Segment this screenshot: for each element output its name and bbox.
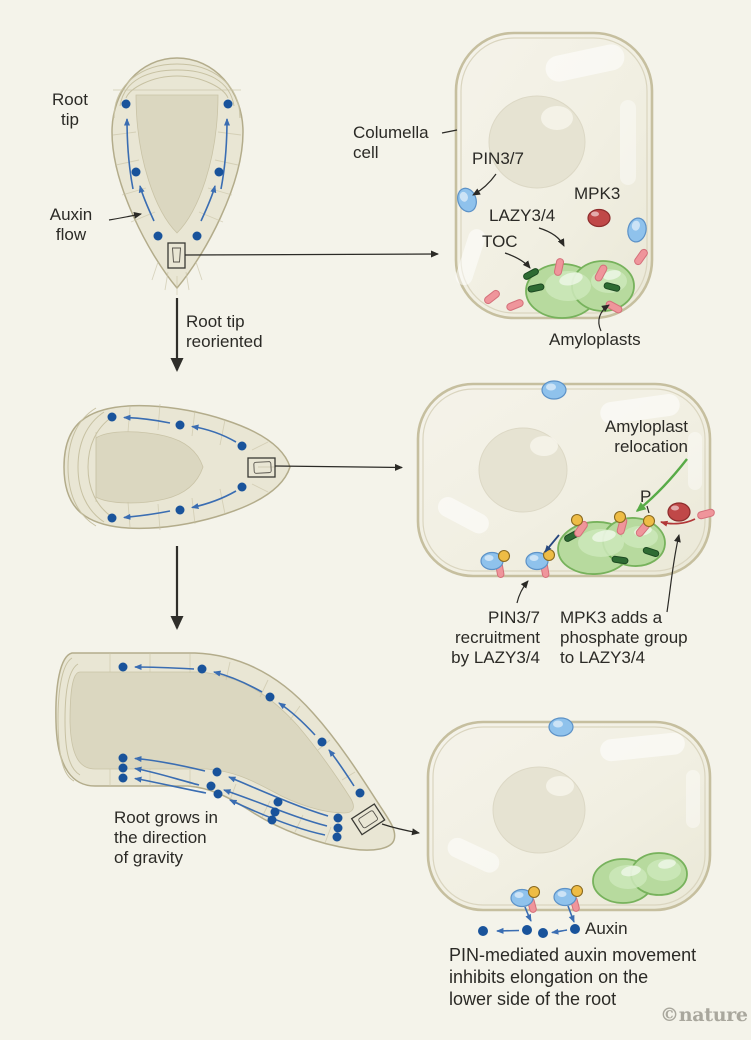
root-to-cell-connector-arrow bbox=[274, 463, 403, 471]
phosphate-icon bbox=[570, 884, 584, 898]
auxin-dot-icon bbox=[478, 926, 488, 936]
amyloplasts-pointer-arrow bbox=[598, 304, 610, 332]
pin37-label: PIN3/7 bbox=[472, 149, 524, 168]
toc-label: TOC bbox=[482, 232, 518, 251]
root-to-cell-connector-arrow bbox=[381, 823, 420, 836]
figure-caption: PIN-mediated auxin movement inhibits elo… bbox=[449, 945, 697, 1009]
magnifier-box-icon bbox=[350, 803, 386, 836]
recruitment-arrow bbox=[544, 534, 560, 553]
lazy34-rod-icons bbox=[484, 248, 648, 314]
lazy34-pointer-arrow bbox=[538, 227, 565, 247]
auxin-dot-icon bbox=[522, 925, 532, 935]
auxin-dot-icon bbox=[538, 928, 548, 938]
toc-pointer-arrow bbox=[504, 252, 531, 269]
pin-protein-icon bbox=[548, 717, 574, 737]
auxin-flow-arrows bbox=[118, 662, 365, 842]
phosphate-icon bbox=[642, 514, 656, 528]
phosphate-icon bbox=[527, 885, 541, 899]
root-tip-horizontal-illustration bbox=[63, 403, 291, 531]
root-grows-label: Root grows in the direction of gravity bbox=[114, 808, 218, 867]
mpk3-protein-icon bbox=[587, 208, 611, 228]
pin-protein-icon bbox=[553, 887, 577, 907]
phosphate-icon bbox=[613, 510, 627, 524]
auxin-flow-pointer-arrow bbox=[108, 211, 142, 221]
mpk3-protein-icon bbox=[667, 502, 691, 522]
columella-cell-top bbox=[441, 31, 654, 332]
columella-cell-label: Columella cell bbox=[353, 123, 429, 162]
amyloplasts-cluster bbox=[592, 852, 688, 904]
magnifier-box-icon bbox=[247, 457, 276, 478]
pin-recruitment-pointer-arrow bbox=[516, 580, 529, 604]
columella-cell-middle bbox=[416, 380, 715, 613]
pin-protein-icon bbox=[541, 380, 567, 400]
auxin-movement-arrows bbox=[478, 905, 580, 938]
columella-pointer-line bbox=[441, 129, 458, 134]
auxin-flow-arrows bbox=[107, 412, 247, 523]
auxin-label: Auxin bbox=[585, 919, 628, 938]
pin-protein-icons bbox=[457, 187, 647, 243]
phosphate-label: P bbox=[640, 487, 652, 506]
lazy34-label: LAZY3/4 bbox=[489, 206, 556, 225]
pin37-pointer-arrow bbox=[472, 173, 497, 196]
nucleus bbox=[492, 766, 586, 854]
auxin-dot-icon bbox=[570, 924, 580, 934]
pin-protein-icon bbox=[525, 551, 549, 571]
pin-protein-icon bbox=[510, 888, 534, 908]
root-tip-vertical-illustration bbox=[111, 57, 244, 295]
pin-recruited-membrane-group bbox=[480, 548, 556, 578]
mpk3-label: MPK3 bbox=[574, 184, 621, 203]
pin-auxin-export-group bbox=[510, 884, 584, 913]
toc-rod-icons bbox=[523, 268, 621, 293]
phosphorylation-arrow bbox=[660, 518, 696, 527]
root-tip-label: Root tip bbox=[52, 90, 88, 129]
phosphate-icon bbox=[570, 513, 584, 527]
root-bent-illustration bbox=[55, 652, 396, 851]
nucleus bbox=[488, 95, 586, 189]
auxin-flow-label: Auxin flow bbox=[49, 205, 93, 244]
phosphate-icon bbox=[497, 549, 511, 563]
nucleus bbox=[478, 427, 568, 513]
amyloplasts-label: Amyloplasts bbox=[549, 330, 641, 349]
columella-cell-bottom bbox=[426, 717, 712, 938]
auxin-flow-arrows bbox=[121, 99, 233, 241]
mpk3-adds-phosphate-label: MPK3 adds a phosphate group to LAZY3/4 bbox=[560, 608, 688, 667]
root-to-cell-connector-arrow bbox=[184, 250, 439, 258]
magnifier-box-icon bbox=[167, 242, 186, 269]
root-tip-reoriented-label: Root tip reoriented bbox=[186, 312, 263, 351]
amyloplast-relocation-arrow bbox=[635, 458, 688, 512]
pin-recruitment-label: PIN3/7 recruitment by LAZY3/4 bbox=[451, 608, 540, 667]
amyloplast-relocation-label: Amyloplast relocation bbox=[604, 417, 688, 456]
phosphorylated-lazy34-rods bbox=[570, 508, 715, 538]
mpk3-pointer-arrow bbox=[666, 534, 681, 613]
phosphate-pointer-line bbox=[646, 505, 650, 514]
nature-credit: ©nature bbox=[660, 1004, 748, 1026]
